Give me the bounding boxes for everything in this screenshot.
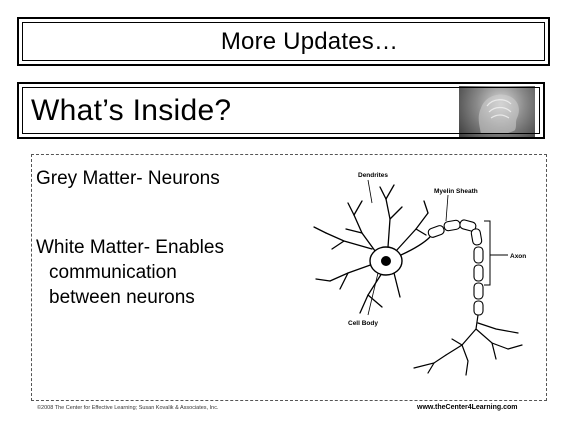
label-dendrites: Dendrites [358,172,388,179]
bullet-grey-matter: Grey Matter- Neurons [36,168,220,190]
title-bar: More Updates… [17,17,550,66]
subtitle-bar: What’s Inside? [17,82,545,139]
footer-copyright: ©2008 The Center for Effective Learning;… [37,405,218,411]
label-myelin: Myelin Sheath [434,188,478,195]
bullet-white-matter: White Matter- Enables [36,237,224,259]
neuron-diagram: Dendrites Myelin Sheath Axon Cell Body [296,163,546,383]
slide-title: More Updates… [19,28,548,56]
bullet-white-matter-cont2: between neurons [49,287,195,309]
slide-subtitle: What’s Inside? [31,94,231,128]
label-axon: Axon [510,253,526,260]
label-cell-body: Cell Body [348,320,378,327]
bullet-white-matter-cont1: communication [49,262,177,284]
brain-head-icon [459,86,535,137]
footer-url: www.theCenter4Learning.com [417,404,517,411]
